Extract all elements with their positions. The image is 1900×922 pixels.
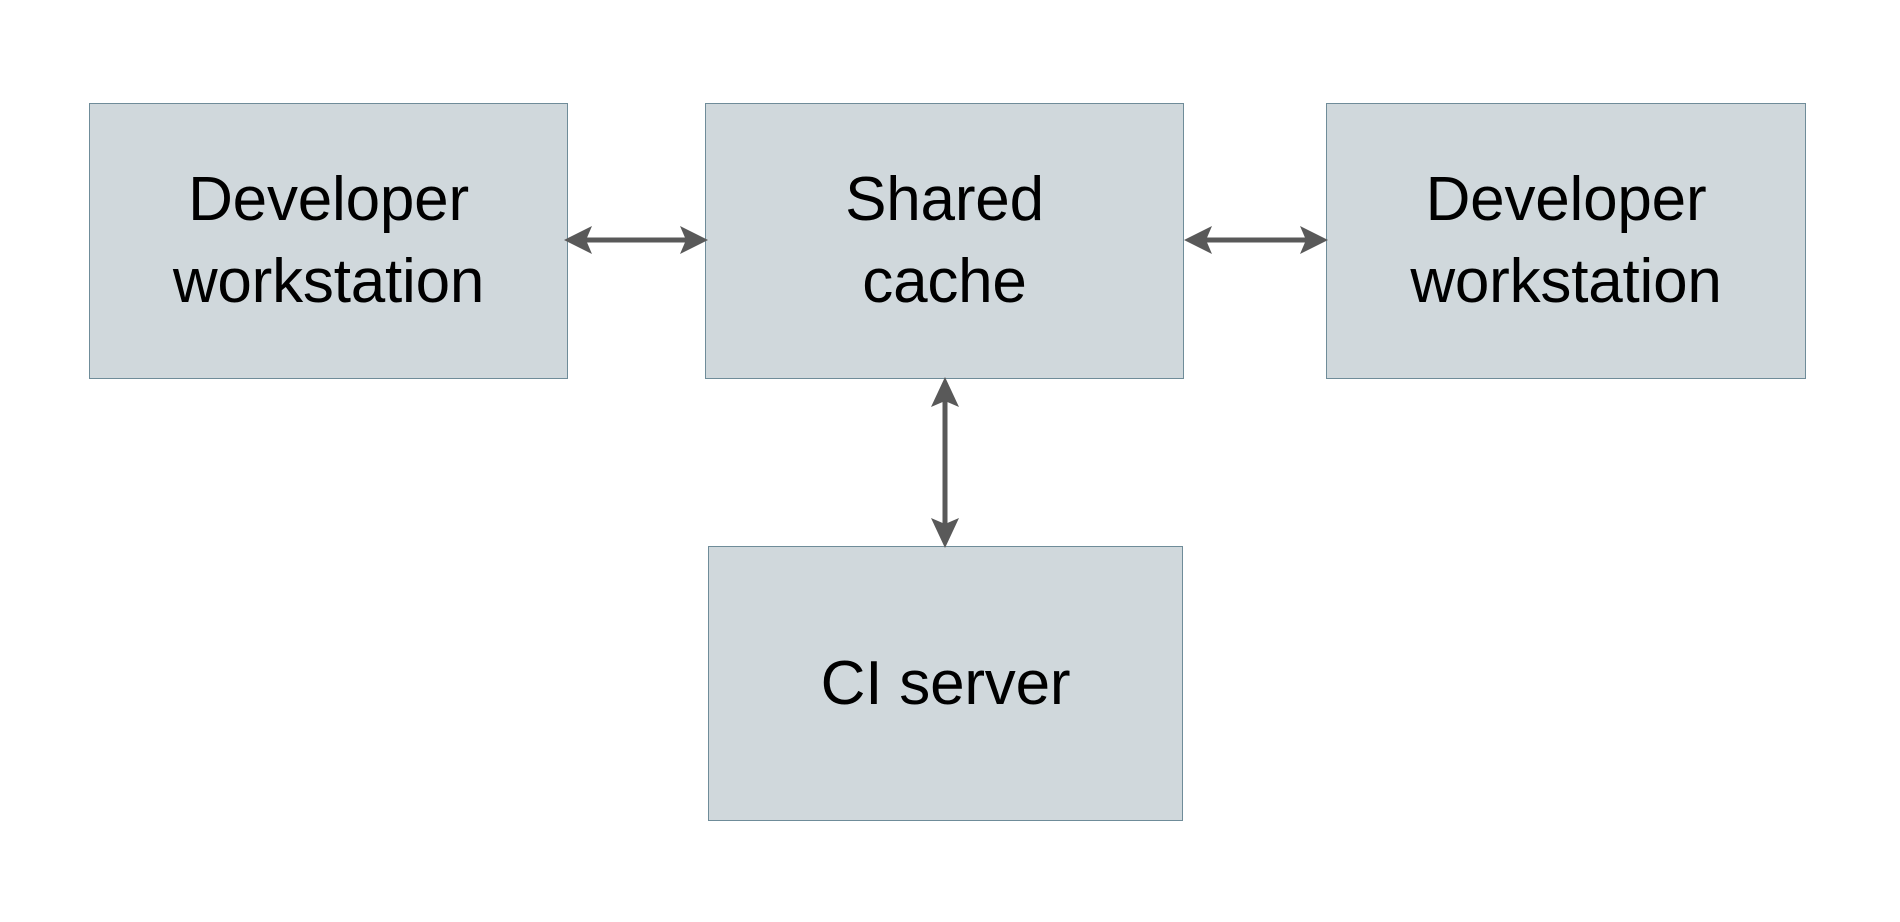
arrowhead-down-icon: [931, 518, 959, 548]
arrowhead-right-icon: [680, 226, 708, 254]
connector-shared-cache-to-right-workstation[interactable]: [1180, 214, 1330, 266]
node-shared-cache[interactable]: Shared cache: [705, 103, 1184, 379]
node-label: Developer workstation: [172, 165, 485, 316]
node-label: CI server: [820, 648, 1071, 718]
node-label: Shared cache: [845, 165, 1044, 316]
connector-left-workstation-to-shared-cache[interactable]: [562, 214, 710, 266]
node-developer-workstation-right[interactable]: Developer workstation: [1326, 103, 1806, 379]
node-label: Developer workstation: [1410, 165, 1722, 316]
arrowhead-left-icon: [1184, 226, 1212, 254]
node-developer-workstation-left[interactable]: Developer workstation: [89, 103, 568, 379]
node-ci-server[interactable]: CI server: [708, 546, 1183, 821]
connector-shared-cache-to-ci-server[interactable]: [919, 375, 971, 550]
arrowhead-right-icon: [1300, 226, 1328, 254]
arrowhead-left-icon: [564, 226, 592, 254]
arrowhead-up-icon: [931, 377, 959, 407]
